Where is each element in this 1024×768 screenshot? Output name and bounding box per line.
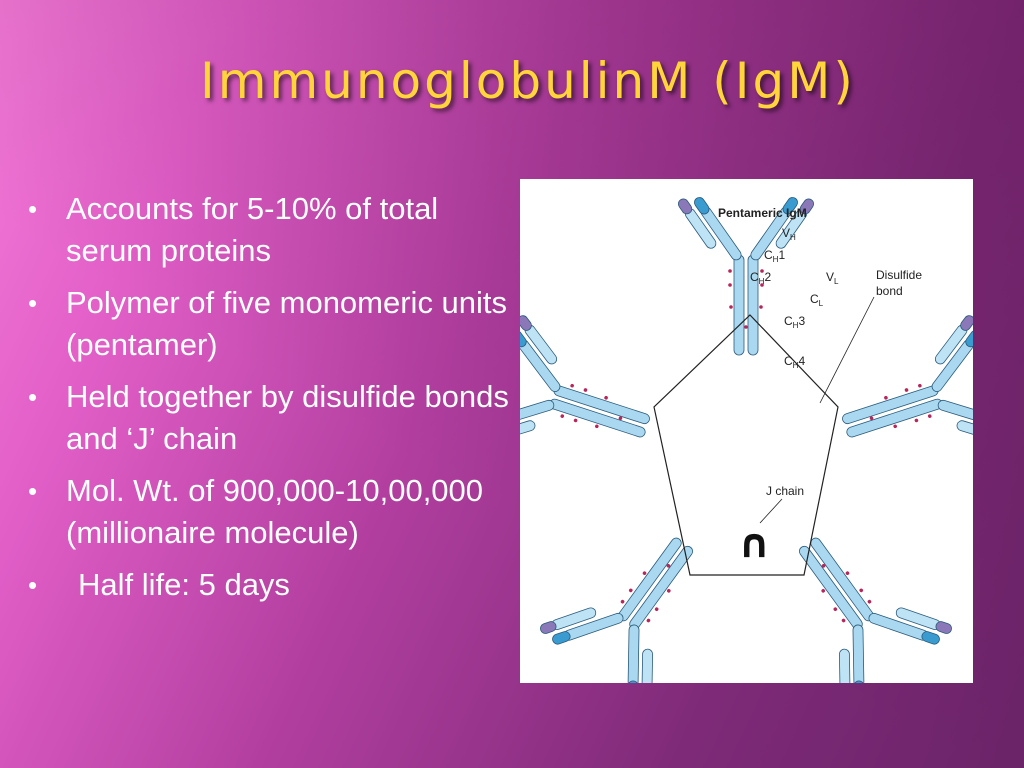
bullet-item: • Half life: 5 days <box>28 564 513 606</box>
bullet-item: • Mol. Wt. of 900,000-10,00,000 (milliona… <box>28 470 513 554</box>
disulfide-pointer <box>819 296 875 404</box>
pentagon-outline <box>653 314 839 576</box>
igm-monomer <box>540 537 693 683</box>
igm-pentamer-figure: Pentameric IgM VH CH1 CH2 CH3 CH4 VL CL … <box>520 179 973 683</box>
bullet-dot: • <box>28 476 38 506</box>
j-chain-label: J chain <box>766 484 804 498</box>
bullet-dot: • <box>28 382 38 412</box>
ch1-label: CH1 <box>764 248 785 264</box>
j-chain-glyph: ∩ <box>738 521 770 567</box>
bullet-text: Mol. Wt. of 900,000-10,00,000 (millionai… <box>66 473 484 550</box>
igm-monomer <box>677 197 815 356</box>
disulfide-label-line1: Disulfide <box>876 268 922 282</box>
bullet-list: • Accounts for 5-10% of total serum prote… <box>28 188 513 616</box>
igm-monomer <box>520 315 650 442</box>
bullet-text: Accounts for 5-10% of total serum protei… <box>66 191 439 268</box>
igm-diagram: Pentameric IgM VH CH1 CH2 CH3 CH4 VL CL … <box>520 197 973 683</box>
ch2-label: CH2 <box>750 270 771 286</box>
bullet-dot: • <box>28 194 38 224</box>
bullet-dot: • <box>28 288 38 318</box>
vh-label: VH <box>782 226 796 242</box>
bullet-item: • Accounts for 5-10% of total serum prote… <box>28 188 513 272</box>
j-chain-pointer <box>759 498 783 524</box>
igm-monomer <box>799 537 952 683</box>
monomer-units <box>520 197 973 683</box>
ch3-label: CH3 <box>784 314 805 330</box>
bullet-item: • Polymer of five monomeric units (pentam… <box>28 282 513 366</box>
bullet-dot: • <box>28 570 38 600</box>
vl-label: VL <box>826 270 839 286</box>
bullet-text: Held together by disulfide bonds and ‘J’… <box>66 379 509 456</box>
pentagon-links <box>653 314 839 576</box>
bullet-text: Polymer of five monomeric units (pentame… <box>66 285 508 362</box>
bullet-text: Half life: 5 days <box>78 567 290 602</box>
slide-title: ImmunoglobulinM (IgM) <box>200 52 856 110</box>
ch4-label: CH4 <box>784 354 805 370</box>
disulfide-label-line2: bond <box>876 284 903 298</box>
igm-monomer <box>842 315 973 442</box>
figure-title: Pentameric IgM <box>718 206 807 220</box>
cl-label: CL <box>810 292 824 308</box>
bullet-item: • Held together by disulfide bonds and ‘J… <box>28 376 513 460</box>
